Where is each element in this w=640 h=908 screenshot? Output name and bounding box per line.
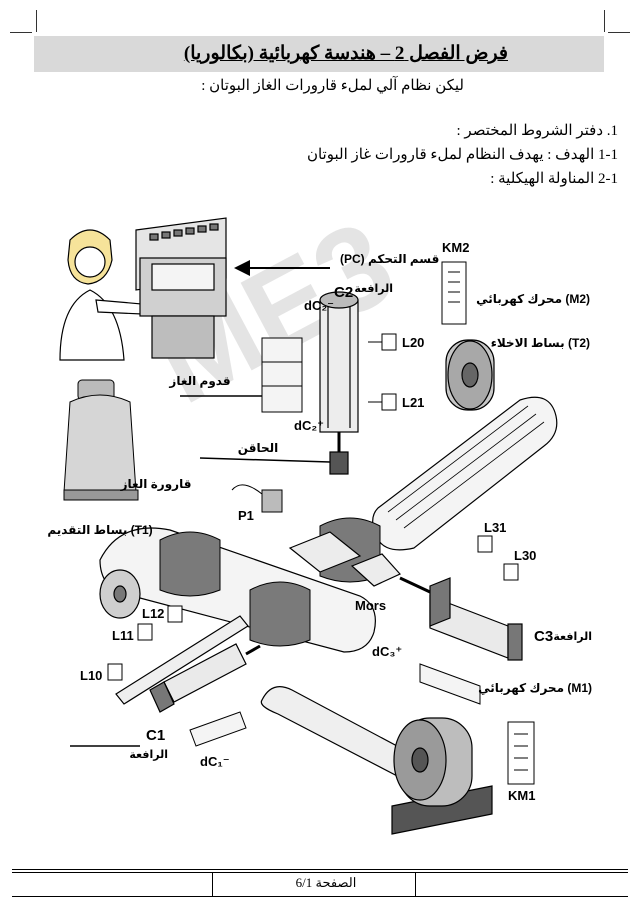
- pusher-bar: [115, 615, 249, 705]
- operator-figure: [59, 229, 143, 361]
- cylinder-c2: [319, 291, 359, 475]
- contactor-km2: [441, 261, 467, 325]
- motor-m2: [445, 339, 495, 411]
- pc-label: قسم التحكم (PC): [340, 252, 439, 266]
- cylinder-c3: [399, 576, 523, 661]
- motor-m1-label: محرك كهربائي (M1): [478, 681, 592, 695]
- p1-label: P1: [238, 508, 254, 523]
- spec-line-2: 1-1 الهدف : يهدف النظام لملء قارورات غاز…: [306, 147, 618, 163]
- valve-c1: [189, 711, 247, 747]
- l30-label: L30: [514, 548, 536, 563]
- contactor-km1: [507, 721, 535, 785]
- km2-label: KM2: [442, 240, 469, 255]
- control-panel: [135, 217, 227, 359]
- c2-label: C2: [334, 284, 353, 301]
- lever-c3-label: الرافعة: [553, 631, 592, 643]
- sensor-p1: [231, 484, 283, 513]
- dc3-plus-label: dC₃⁺: [372, 644, 402, 659]
- l20-label: L20: [402, 335, 424, 350]
- page-title: فرض الفصل 2 – هندسة كهربائية (بكالوريا): [183, 43, 508, 64]
- l10-label: L10: [80, 668, 102, 683]
- mors-clamp: [288, 531, 401, 587]
- valve-c3: [419, 663, 481, 705]
- c3-label: C3: [534, 628, 553, 645]
- sensor-l30: [503, 563, 519, 581]
- system-diagram: ME3 قسم التحكم (PC) dC₂⁻: [47, 195, 592, 835]
- l12-label: L12: [142, 606, 164, 621]
- belt-t2-label: بساط الاخلاء (T2): [491, 336, 590, 350]
- dc1-minus-label: dC₁⁻: [200, 754, 230, 769]
- dc2-plus-label: dC₂⁺: [294, 418, 324, 433]
- l11-label: L11: [112, 628, 134, 643]
- spec-line-1: 1. دفتر الشروط المختصر :: [456, 123, 618, 139]
- motor-m1: [391, 717, 493, 835]
- cylinder-c1: [149, 643, 261, 713]
- sensor-l21: [368, 393, 397, 411]
- page-number: الصفحة 6/1: [295, 875, 357, 890]
- lever-c2-label: الرافعة: [354, 283, 393, 295]
- sensor-l20: [368, 333, 397, 351]
- title-bar: فرض الفصل 2 – هندسة كهربائية (بكالوريا): [34, 36, 604, 72]
- mors-label: Mors: [355, 598, 386, 613]
- lever-c1-label: الرافعة: [129, 749, 168, 761]
- spec-line-3: 2-1 المناولة الهيكلية :: [490, 171, 618, 187]
- sensor-l10: [107, 663, 123, 681]
- l21-label: L21: [402, 395, 424, 410]
- crop-mark: [36, 10, 37, 32]
- gas-inlet-label: قدوم الغاز: [168, 374, 230, 389]
- motor-m2-label: محرك كهربائي (M2): [476, 292, 590, 306]
- belt-t1-label: بساط التقديم (T1): [47, 523, 152, 537]
- dc2-minus-label: dC₂⁻: [304, 298, 334, 313]
- gas-bottle-label: قارورة الغاز: [120, 477, 192, 492]
- km1-label: KM1: [508, 788, 535, 803]
- crop-mark: [604, 10, 605, 32]
- crop-mark: [608, 32, 630, 33]
- injector-label: الحاقن: [238, 441, 278, 455]
- sensor-l12: [167, 605, 183, 623]
- valve-c2: [261, 337, 303, 413]
- gas-bottle: [63, 379, 139, 501]
- l31-label: L31: [484, 520, 506, 535]
- belt-t2: [372, 396, 558, 551]
- c1-label: C1: [146, 727, 165, 744]
- sensor-l31: [477, 535, 493, 553]
- sensor-l11: [137, 623, 153, 641]
- intro-text: ليكن نظام آلي لملء قارورات الغاز البوتان…: [201, 78, 464, 94]
- crop-mark: [10, 32, 32, 33]
- footer: الصفحة 6/1: [12, 869, 628, 897]
